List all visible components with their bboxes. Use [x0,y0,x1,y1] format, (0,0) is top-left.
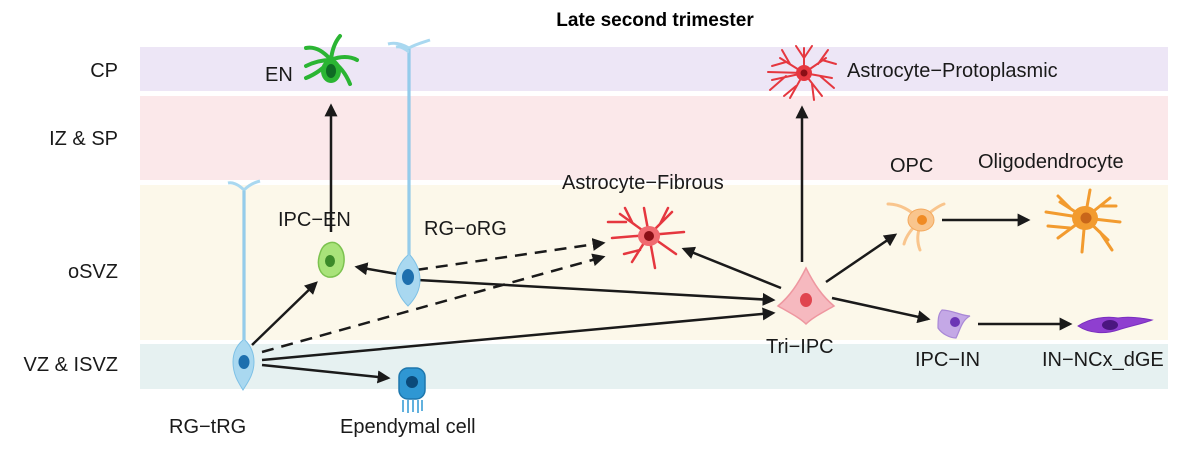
label-astrocyte-protoplasmic: Astrocyte−Protoplasmic [847,60,1058,82]
label-rg-trg: RG−tRG [169,416,246,438]
arrow-rg-org-to-tri-ipc [417,278,776,306]
in-ncx-dge-cell [1077,316,1154,334]
label-ipc-en: IPC−EN [278,209,351,231]
zone-band-cp [140,47,1168,91]
zone-band-vz-isvz [140,344,1168,389]
label-ipc-in: IPC−IN [915,349,980,371]
cell-labels: EN IPC−EN RG−oRG RG−tRG Ependymal cell A… [169,60,1164,438]
arrow-rg-trg-to-tri-ipc [261,307,776,362]
cells [227,34,1154,413]
label-en: EN [265,64,293,86]
zone-label-iz-sp: IZ & SP [49,128,118,150]
arrow-rg-trg-to-ependymal [261,363,391,384]
rg-trg-cell [227,179,261,391]
label-oligodendrocyte: Oligodendrocyte [978,151,1124,173]
ependymal-cell [398,367,426,413]
astrocyte-fibrous-cell [606,206,686,270]
opc-cell [886,202,946,252]
label-in-ncx-dge: IN−NCx_dGE [1042,349,1164,371]
zone-label-osvz: oSVZ [68,261,118,283]
arrow-rg-trg-to-ipc-en [251,281,318,346]
label-rg-org: RG−oRG [424,218,507,240]
arrow-tri-ipc-to-opc [825,233,898,284]
zone-band-iz-sp [140,96,1168,180]
arrows [251,103,1073,384]
zone-label-cp: CP [90,60,118,82]
arrow-tri-ipc-to-astrocyte-fibrous [681,246,782,290]
label-opc: OPC [890,155,933,177]
tri-ipc-cell [776,266,836,326]
zone-labels: CP IZ & SP oSVZ VZ & ISVZ [24,60,118,376]
arrow-tri-ipc-to-ipc-in [831,296,931,324]
ipc-in-cell [937,309,971,339]
label-astrocyte-fibrous: Astrocyte−Fibrous [562,172,724,194]
label-ependymal-cell: Ependymal cell [340,416,476,438]
zone-bands [140,47,1168,389]
diagram-title: Late second trimester [556,10,754,31]
arrow-rg-org-to-astrocyte-fibrous [415,238,606,272]
label-tri-ipc: Tri−IPC [766,336,834,358]
en-cell [304,34,359,86]
arrow-rg-org-to-ipc-en [354,262,404,277]
ipc-en-cell [317,241,345,278]
zone-label-vz-isvz: VZ & ISVZ [24,354,118,376]
oligodendrocyte-cell [1044,188,1122,254]
rg-org-cell [387,38,431,307]
astrocyte-protoplasmic-cell [767,45,837,101]
